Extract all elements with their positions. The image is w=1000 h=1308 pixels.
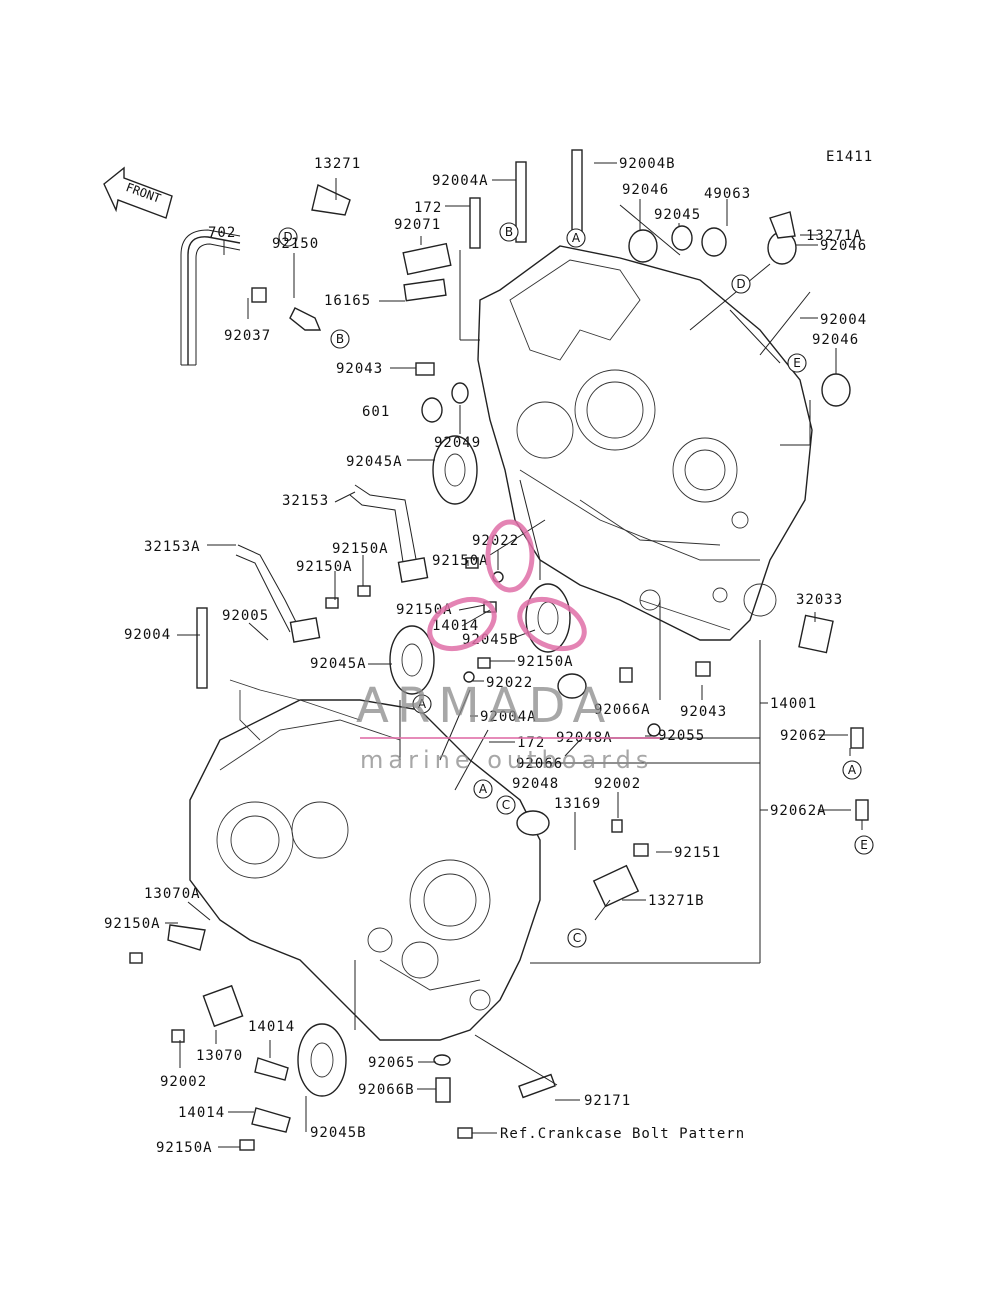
part-label-16165: 16165 xyxy=(324,293,371,309)
part-label-92045: 92045 xyxy=(654,207,701,223)
svg-text:A: A xyxy=(572,231,581,245)
part-label-92150A-3: 92150A xyxy=(432,553,489,569)
callout-A-lower: A xyxy=(473,779,493,799)
svg-text:E: E xyxy=(860,838,868,852)
part-label-92071: 92071 xyxy=(394,217,441,233)
part-label-172-top: 172 xyxy=(414,200,442,216)
callout-D-top: D xyxy=(731,274,751,294)
bearing-92045B-mid-drawing xyxy=(525,583,571,653)
part-label-14001: 14001 xyxy=(770,696,817,712)
callout-C-lower: C xyxy=(496,795,516,815)
part-label-92150A-1: 92150A xyxy=(332,541,389,557)
crankcase-lower-half-drawing xyxy=(189,679,541,1041)
part-label-92004-left: 92004 xyxy=(124,627,171,643)
callout-E-right: E xyxy=(854,835,874,855)
part-label-49063: 49063 xyxy=(704,186,751,202)
callout-E-top: E xyxy=(787,353,807,373)
part-label-32033: 32033 xyxy=(796,592,843,608)
callout-C-bottom: C xyxy=(567,928,587,948)
part-label-92046-top: 92046 xyxy=(622,182,669,198)
pipe-and-hose-drawings xyxy=(129,184,869,1151)
part-label-13271A: 13271A xyxy=(806,228,863,244)
part-label-92150A-7: 92150A xyxy=(156,1140,213,1156)
part-label-14014-lower: 14014 xyxy=(248,1019,295,1035)
part-label-13271: 13271 xyxy=(314,156,361,172)
part-label-92046-lower: 92046 xyxy=(812,332,859,348)
part-label-92151: 92151 xyxy=(674,845,721,861)
part-label-13271B: 13271B xyxy=(648,893,705,909)
bearing-92045B-bottom-drawing xyxy=(297,1023,347,1097)
svg-text:D: D xyxy=(736,277,745,291)
part-label-92022-mid: 92022 xyxy=(486,675,533,691)
part-label-92022-top: 92022 xyxy=(472,533,519,549)
part-label-92004B: 92004B xyxy=(619,156,676,172)
part-label-92037: 92037 xyxy=(224,328,271,344)
part-labels: 13271 702 92150 92037 92071 172 16165 92… xyxy=(104,156,867,1156)
bearing-92045A-mid-drawing xyxy=(389,625,435,695)
part-label-92150A-2: 92150A xyxy=(296,559,353,575)
callout-B-top: B xyxy=(499,222,519,242)
part-label-92066B: 92066B xyxy=(358,1082,415,1098)
crankcase-upper-half-drawing xyxy=(477,245,813,641)
part-label-92004A-mid: 92004A xyxy=(480,709,537,725)
part-label-92048: 92048 xyxy=(512,776,559,792)
part-label-92150: 92150 xyxy=(272,236,319,252)
callout-A-mid: A xyxy=(412,694,432,714)
part-label-13070A: 13070A xyxy=(144,886,201,902)
svg-text:C: C xyxy=(502,798,510,812)
figure-code: E1411 xyxy=(826,149,873,165)
ref-note: Ref.Crankcase Bolt Pattern xyxy=(500,1126,745,1142)
callout-A-top: A xyxy=(566,228,586,248)
svg-text:B: B xyxy=(505,225,513,239)
part-label-92171: 92171 xyxy=(584,1093,631,1109)
part-label-92005: 92005 xyxy=(222,608,269,624)
part-label-92004-right: 92004 xyxy=(820,312,867,328)
part-label-702: 702 xyxy=(208,225,236,241)
part-label-92004A-top: 92004A xyxy=(432,173,489,189)
part-label-14014-mid: 14014 xyxy=(432,618,479,634)
part-label-13169: 13169 xyxy=(554,796,601,812)
part-label-92066A: 92066A xyxy=(594,702,651,718)
part-label-92002-left: 92002 xyxy=(160,1074,207,1090)
part-label-92150A-5: 92150A xyxy=(517,654,574,670)
part-label-32153: 32153 xyxy=(282,493,329,509)
svg-text:D: D xyxy=(283,230,292,244)
part-label-14014-bottom: 14014 xyxy=(178,1105,225,1121)
part-label-92046-right: 92046 xyxy=(820,238,867,254)
bearing-92046-drawings xyxy=(421,225,851,423)
svg-text:A: A xyxy=(418,697,427,711)
part-label-92045B-bottom: 92045B xyxy=(310,1125,367,1141)
watermark-brand: ARMADA xyxy=(356,678,613,734)
part-label-92066: 92066 xyxy=(516,756,563,772)
svg-text:C: C xyxy=(573,931,581,945)
callout-A-right: A xyxy=(842,760,862,780)
part-label-601: 601 xyxy=(362,404,390,420)
part-label-92150A-6: 92150A xyxy=(104,916,161,932)
front-arrow-icon: FRONT xyxy=(103,166,173,219)
watermark-logo-icon xyxy=(427,519,587,652)
watermark: ARMADA marine outboards xyxy=(356,519,660,774)
part-label-32153A: 32153A xyxy=(144,539,201,555)
callout-B-left: B xyxy=(330,329,350,349)
part-label-92049: 92049 xyxy=(434,435,481,451)
svg-text:A: A xyxy=(479,782,488,796)
svg-text:E: E xyxy=(793,356,801,370)
part-label-92045A-top: 92045A xyxy=(346,454,403,470)
part-label-92002-right: 92002 xyxy=(594,776,641,792)
bearing-92045A-top-drawing xyxy=(432,435,478,505)
part-label-92043-mid: 92043 xyxy=(680,704,727,720)
part-label-13070: 13070 xyxy=(196,1048,243,1064)
part-label-92062: 92062 xyxy=(780,728,827,744)
svg-text:A: A xyxy=(848,763,857,777)
part-label-92065: 92065 xyxy=(368,1055,415,1071)
part-label-92043-top: 92043 xyxy=(336,361,383,377)
part-label-92045A-mid: 92045A xyxy=(310,656,367,672)
callout-D-left: D xyxy=(278,227,298,247)
part-label-92055: 92055 xyxy=(658,728,705,744)
leader-lines xyxy=(165,162,863,1148)
svg-text:B: B xyxy=(336,332,344,346)
watermark-tagline: marine outboards xyxy=(360,746,653,774)
part-label-92062A: 92062A xyxy=(770,803,827,819)
